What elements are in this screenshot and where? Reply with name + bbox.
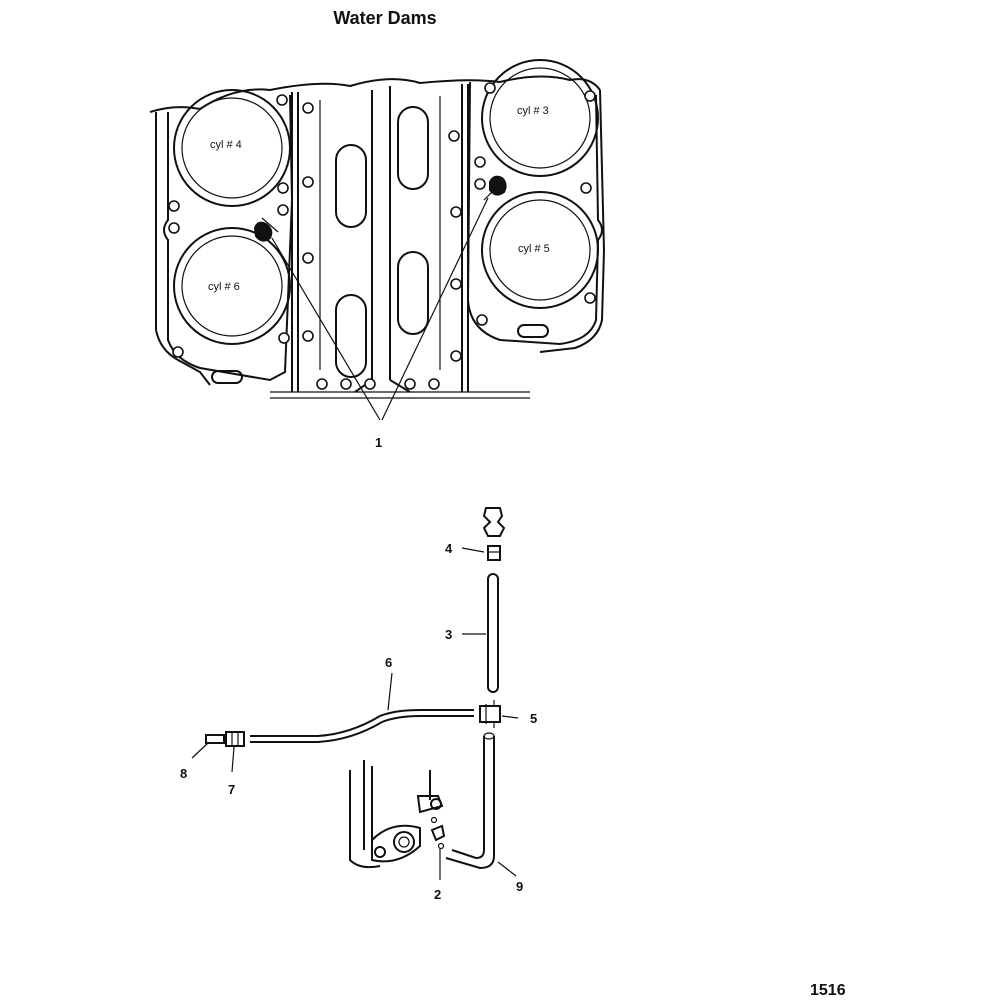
water-dam-left (253, 217, 279, 242)
leader-line-5 (501, 715, 519, 719)
cyl-6-label: cyl # 6 (208, 281, 240, 293)
hose-assembly-illustration (205, 507, 506, 870)
leader-line-6 (387, 672, 393, 711)
callout-5: 5 (530, 711, 537, 726)
leader-line-9 (497, 861, 517, 877)
cyl-4-label: cyl # 4 (210, 139, 242, 151)
diagram-title: Water Dams (333, 8, 437, 28)
cyl-5-label: cyl # 5 (518, 243, 550, 255)
callout-2: 2 (434, 887, 441, 902)
water-dam-right (483, 175, 507, 201)
cyl-3-label: cyl # 3 (517, 105, 549, 117)
callout-8: 8 (180, 766, 187, 781)
leader-line-1-right (381, 197, 489, 421)
leader-line-4 (461, 547, 485, 553)
callout-6: 6 (385, 655, 392, 670)
callout-1: 1 (375, 435, 382, 450)
callout-9: 9 (516, 879, 523, 894)
callout-4: 4 (445, 541, 453, 556)
callout-3: 3 (445, 627, 452, 642)
leader-line-8 (191, 742, 209, 759)
leader-line-7 (231, 746, 235, 773)
leader-line-1-left (271, 237, 381, 421)
cylinder-block-illustration (149, 59, 606, 399)
page-number: 1516 (810, 982, 846, 999)
callout-7: 7 (228, 782, 235, 797)
